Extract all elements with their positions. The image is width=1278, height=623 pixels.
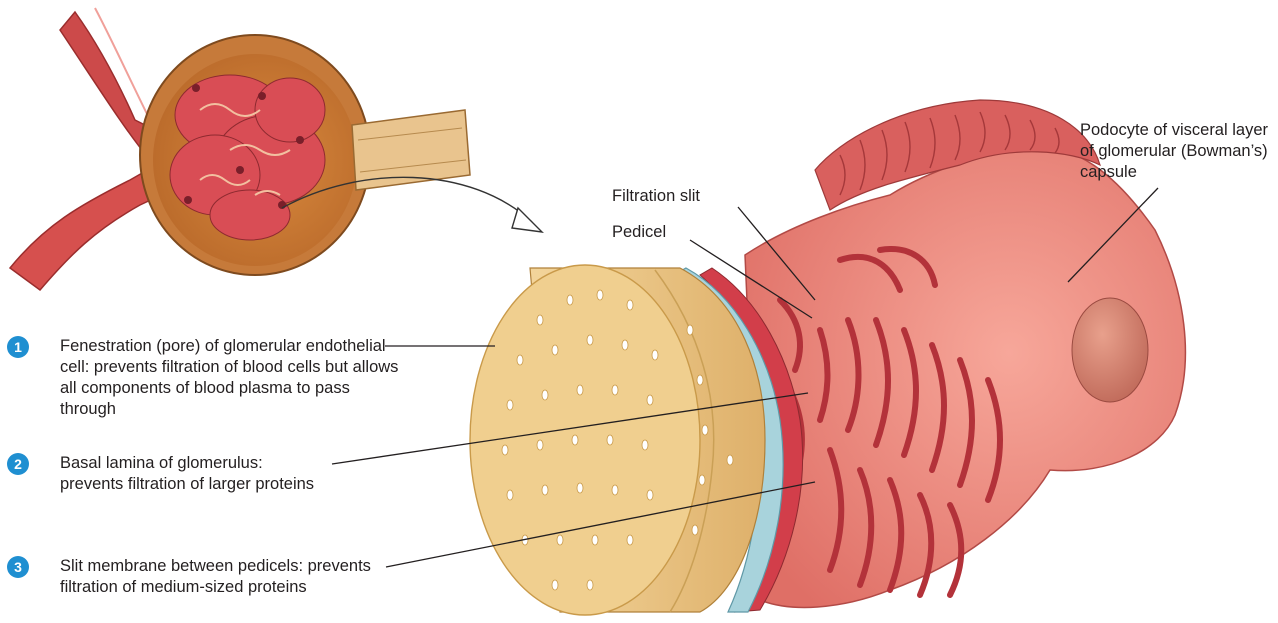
zoom-arrowhead [512,208,542,232]
renal-corpuscle-illustration [10,8,470,290]
callout-3-text: Slit membrane between pedicels: prevents… [60,556,380,598]
callout-2-text: Basal lamina of glomerulus: prevents fil… [60,453,330,495]
callout-2-badge: 2 [7,453,29,475]
podocyte-enlarged-illustration [470,100,1185,615]
label-filtration-slit: Filtration slit [612,186,700,207]
callout-1-text: Fenestration (pore) of glomerular endoth… [60,336,410,420]
label-podocyte: Podocyte of visceral layer of glomerular… [1080,120,1275,183]
label-pedicel: Pedicel [612,222,666,243]
callout-3-badge: 3 [7,556,29,578]
callout-1-badge: 1 [7,336,29,358]
